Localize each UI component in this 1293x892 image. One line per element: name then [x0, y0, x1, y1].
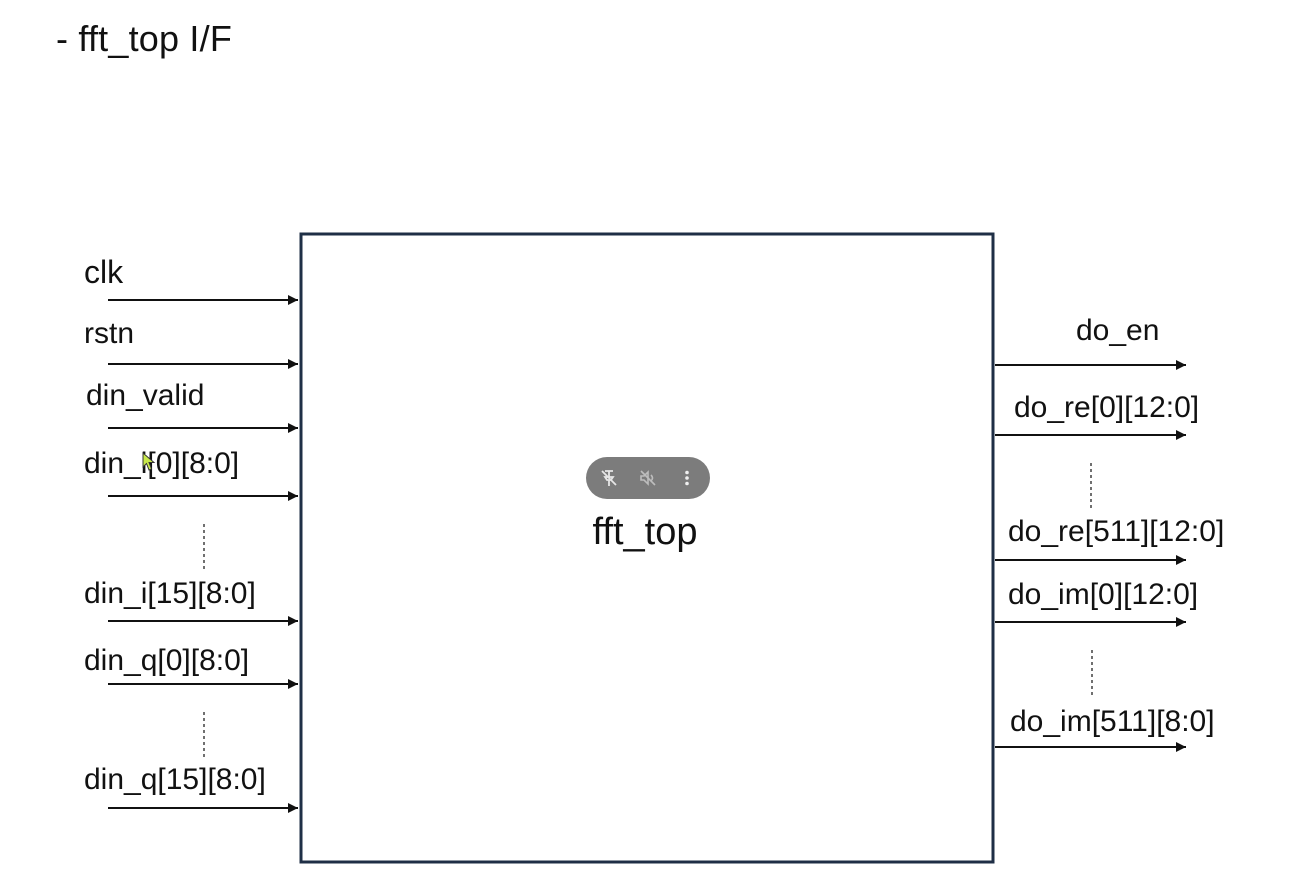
more-options-icon: [684, 470, 689, 486]
output-label-do-re-0: do_re[0][12:0]: [1014, 391, 1199, 424]
input-label-din-i-15: din_i[15][8:0]: [84, 577, 256, 610]
input-label-din-valid: din_valid: [86, 379, 204, 412]
output-label-do-im-0: do_im[0][12:0]: [1008, 578, 1198, 611]
output-label-do-re-511: do_re[511][12:0]: [1008, 515, 1224, 548]
unpin-button[interactable]: [593, 462, 625, 494]
mouse-cursor-icon: [142, 452, 156, 471]
mute-button[interactable]: [632, 462, 664, 494]
input-label-rstn: rstn: [84, 317, 134, 350]
input-label-din-i-0: din_i[0][8:0]: [84, 447, 239, 480]
media-overlay-controls: [586, 457, 710, 499]
mute-icon: [640, 470, 656, 486]
fft-top-block: [299, 232, 995, 864]
output-label-do-en: do_en: [1076, 314, 1159, 347]
input-label-clk: clk: [84, 254, 124, 290]
unpin-icon: [601, 470, 617, 486]
input-label-din-q-0: din_q[0][8:0]: [84, 644, 249, 677]
more-options-button[interactable]: [671, 462, 703, 494]
page-title: - fft_top I/F: [56, 18, 233, 59]
output-label-do-im-511: do_im[511][8:0]: [1010, 705, 1215, 738]
block-label: fft_top: [593, 511, 698, 553]
input-label-din-q-15: din_q[15][8:0]: [84, 763, 266, 796]
